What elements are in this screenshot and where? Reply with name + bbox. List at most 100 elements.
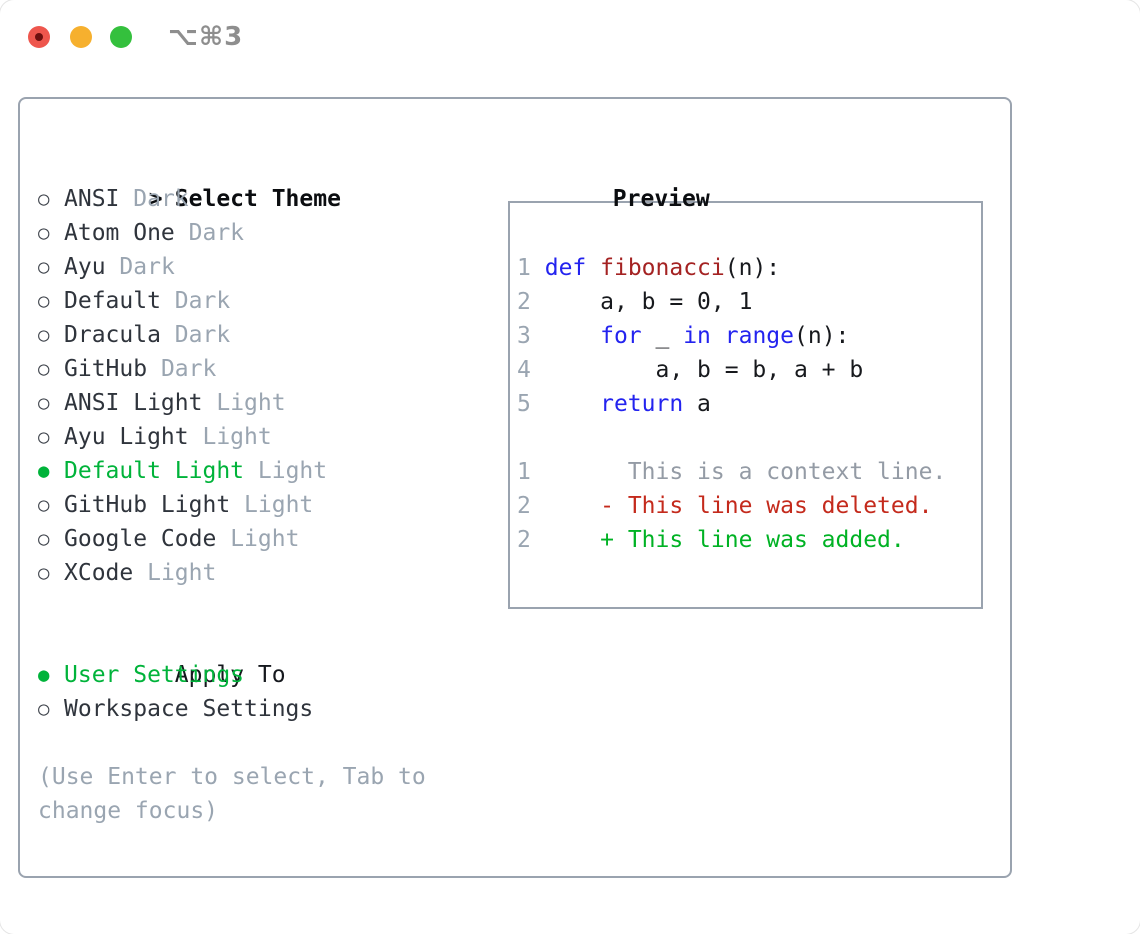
code-line: 4 a, b = b, a + b bbox=[517, 353, 981, 387]
theme-item-dracula[interactable]: ○ Dracula Dark bbox=[38, 318, 490, 352]
apply-option-workspace-settings[interactable]: ○ Workspace Settings bbox=[38, 692, 490, 726]
line-number: 2 bbox=[517, 527, 531, 553]
code-token: range bbox=[724, 323, 795, 349]
diff-sign-icon: - bbox=[600, 493, 628, 519]
select-theme-header-row: > Select Theme bbox=[38, 148, 490, 212]
code-token: in bbox=[683, 323, 711, 349]
theme-name: GitHub bbox=[64, 356, 148, 382]
radio-icon: ○ bbox=[38, 698, 50, 720]
code-token: _ bbox=[641, 323, 684, 349]
theme-item-ayu[interactable]: ○Ayu Dark bbox=[38, 250, 490, 284]
theme-item-ansi-light[interactable]: ○ANSI Light Light bbox=[38, 386, 490, 420]
code-token: a, b = 0, 1 bbox=[544, 289, 753, 315]
code-token bbox=[545, 391, 600, 417]
theme-variant-label: Light bbox=[202, 424, 272, 450]
code-token: fibonacci bbox=[600, 255, 725, 281]
code-token: (n): bbox=[724, 255, 781, 281]
prompt-caret-icon: > bbox=[148, 186, 163, 212]
radio-icon: ○ bbox=[38, 562, 50, 584]
spacer bbox=[38, 590, 490, 624]
theme-name: GitHub Light bbox=[64, 492, 231, 518]
code-token bbox=[545, 323, 600, 349]
theme-name: Default bbox=[64, 288, 161, 314]
code-token bbox=[586, 255, 600, 281]
close-dot-icon bbox=[35, 33, 43, 41]
theme-variant-label: Light bbox=[147, 560, 217, 586]
titlebar-shortcut: ⌥⌘3 bbox=[168, 22, 244, 52]
code-token: return bbox=[600, 391, 684, 417]
theme-item-google-code[interactable]: ○Google Code Light bbox=[38, 522, 490, 556]
line-number: 2 bbox=[517, 289, 531, 315]
theme-variant-label: Light bbox=[244, 492, 314, 518]
diff-text: This line was deleted. bbox=[627, 493, 933, 519]
code-token: (n): bbox=[794, 323, 850, 349]
theme-variant-label: Light bbox=[230, 526, 300, 552]
diff-line-context: 1 This is a context line. bbox=[517, 455, 981, 489]
theme-name: Dracula bbox=[64, 322, 161, 348]
theme-variant-label: Light bbox=[257, 458, 328, 484]
code-line: 3 for _ in range(n): bbox=[517, 319, 981, 353]
line-number: 1 bbox=[517, 255, 531, 281]
theme-item-github-light[interactable]: ○GitHub Light Light bbox=[38, 488, 490, 522]
theme-item-atom-one[interactable]: ○ Atom One Dark bbox=[38, 216, 490, 250]
diff-line-deleted: 2 - This line was deleted. bbox=[517, 489, 981, 523]
theme-name: XCode bbox=[64, 560, 134, 586]
radio-icon: ○ bbox=[38, 426, 50, 448]
theme-variant-label: Dark bbox=[188, 220, 245, 246]
theme-item-ayu-light[interactable]: ○ Ayu Light Light bbox=[38, 420, 490, 454]
line-number: 2 bbox=[517, 493, 531, 519]
theme-item-default[interactable]: ○ Default Dark bbox=[38, 284, 490, 318]
titlebar: ⌥⌘3 bbox=[0, 0, 1140, 76]
radio-icon: ○ bbox=[38, 256, 50, 278]
theme-name: Atom One bbox=[64, 220, 175, 246]
diff-text: This is a context line. bbox=[627, 459, 947, 485]
theme-name: Ayu Light bbox=[64, 424, 189, 450]
apply-to-title: Apply To bbox=[174, 662, 286, 688]
zoom-button[interactable] bbox=[110, 26, 132, 48]
code-line: 5 return a bbox=[517, 387, 981, 421]
theme-variant-label: Dark bbox=[160, 356, 217, 382]
theme-item-list: ○ANSI Dark○Atom One Dark○Ayu Dark○Defaul… bbox=[38, 182, 490, 590]
blank-line bbox=[517, 421, 981, 455]
radio-icon: ○ bbox=[38, 324, 50, 346]
code-token: a bbox=[683, 391, 711, 417]
main-panel: >Select Theme ○ANSI Dark○Atom One Dark○A… bbox=[18, 97, 1012, 878]
apply-option-label: User Settings bbox=[64, 662, 245, 688]
theme-name: Google Code bbox=[64, 526, 217, 552]
apply-option-user-settings[interactable]: ● User Settings bbox=[38, 658, 490, 692]
code-token bbox=[711, 323, 725, 349]
theme-item-ansi[interactable]: ○ANSI Dark bbox=[38, 182, 490, 216]
radio-selected-icon: ● bbox=[38, 460, 50, 482]
radio-selected-icon: ● bbox=[38, 664, 50, 686]
line-number: 3 bbox=[517, 323, 531, 349]
code-token: a, b = b, a + b bbox=[544, 357, 864, 383]
code-token: for bbox=[600, 323, 642, 349]
theme-selector-column: >Select Theme ○ANSI Dark○Atom One Dark○A… bbox=[20, 99, 490, 828]
preview-column: Preview 1 def fibonacci(n):2 a, b = 0, 1… bbox=[502, 148, 983, 609]
theme-name: Default Light bbox=[64, 458, 245, 484]
radio-icon: ○ bbox=[38, 290, 50, 312]
radio-icon: ○ bbox=[38, 222, 50, 244]
diff-sign-icon: + bbox=[600, 527, 628, 553]
spacer bbox=[38, 726, 490, 760]
theme-variant-label: Light bbox=[216, 390, 286, 416]
code-line: 2 a, b = 0, 1 bbox=[517, 285, 981, 319]
diff-text: This line was added. bbox=[627, 527, 905, 553]
theme-name: ANSI Light bbox=[64, 390, 203, 416]
select-theme-title: Select Theme bbox=[174, 186, 341, 212]
minimize-button[interactable] bbox=[70, 26, 92, 48]
theme-variant-label: Dark bbox=[174, 288, 231, 314]
hint-line-2: change focus) bbox=[38, 798, 219, 824]
theme-item-xcode[interactable]: ○ XCode Light bbox=[38, 556, 490, 590]
code-line: 1 def fibonacci(n): bbox=[517, 251, 981, 285]
apply-option-label: Workspace Settings bbox=[64, 696, 314, 722]
apply-to-option-list: ● User Settings ○ Workspace Settings bbox=[38, 658, 490, 726]
close-button[interactable] bbox=[28, 26, 50, 48]
theme-variant-label: Dark bbox=[174, 322, 231, 348]
preview-header-row: Preview bbox=[502, 148, 983, 212]
line-number: 4 bbox=[517, 357, 531, 383]
theme-item-default-light[interactable]: ● Default Light Light bbox=[38, 454, 490, 488]
theme-item-github[interactable]: ○GitHub Dark bbox=[38, 352, 490, 386]
